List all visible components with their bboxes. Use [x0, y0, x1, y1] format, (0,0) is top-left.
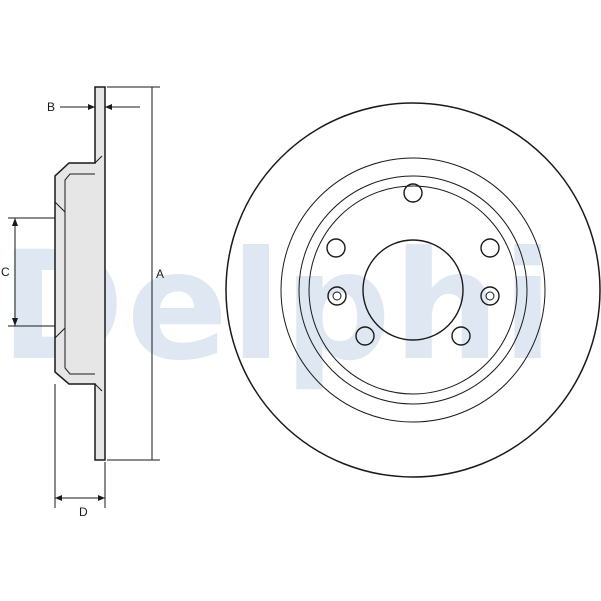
disc-section-profile [54, 86, 106, 461]
bolt-hole-upper-right [480, 238, 500, 258]
locating-hole-left-inner [332, 291, 342, 301]
dimension-b: B [47, 100, 140, 114]
dim-d-label: D [79, 505, 88, 519]
locating-hole-right-inner [485, 291, 495, 301]
hat-outer-circle [298, 175, 528, 405]
bolt-hole-upper-left [326, 238, 346, 258]
dim-c-label-bg [0, 265, 13, 279]
hat-step-bottom [94, 383, 103, 392]
locating-hole-left-outer [327, 286, 347, 306]
dim-d-arrowhead-right [98, 495, 105, 501]
dim-c-label: C [1, 265, 10, 279]
dim-c-arrowhead-bottom [12, 318, 18, 326]
dim-b-label: B [47, 100, 55, 114]
hub-detail-bottom [54, 327, 66, 339]
hub-detail-top [54, 201, 66, 213]
dim-a-label: A [156, 267, 164, 281]
disc-front-view [225, 102, 601, 478]
hat-inner-circle [308, 185, 518, 395]
dimension-d: D [54, 384, 106, 519]
dimension-c: C [0, 217, 55, 327]
bolt-hole-top [403, 183, 423, 203]
bolt-hole-lower-left [355, 326, 375, 346]
dim-c-arrowhead-top [12, 218, 18, 226]
disc-outer-edge [225, 102, 601, 478]
dim-b-arrowhead-right [105, 104, 112, 110]
dimension-a: A [107, 86, 164, 461]
dim-b-arrowhead-left [88, 104, 95, 110]
center-bore [362, 239, 464, 341]
bolt-hole-lower-right [451, 326, 471, 346]
dim-d-arrowhead-left [55, 495, 62, 501]
hat-step-top [94, 155, 103, 164]
hat-inner-line [64, 173, 95, 375]
locating-hole-right-outer [480, 286, 500, 306]
friction-ring-inner-edge [280, 157, 546, 423]
disc-side-section [54, 86, 106, 461]
